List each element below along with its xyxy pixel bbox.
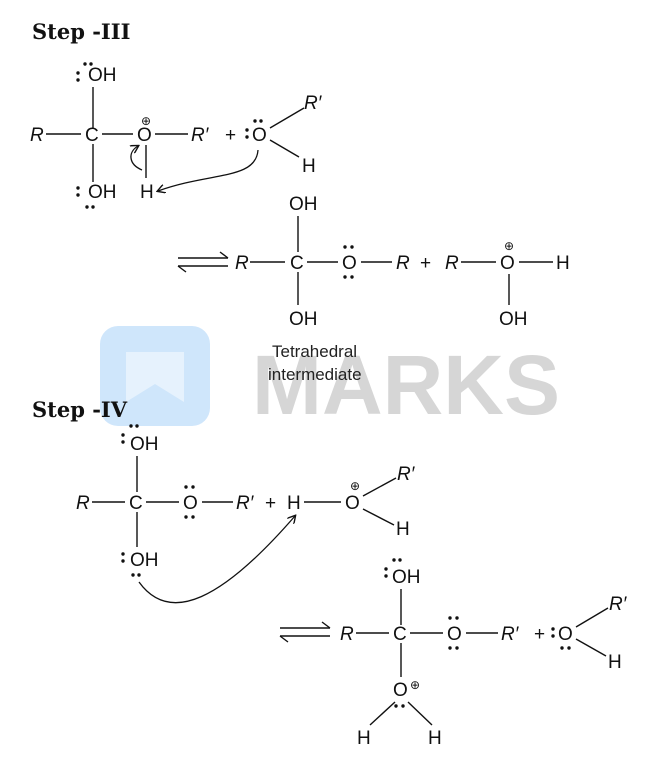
step4-alcohol-product: O R′ H <box>551 594 628 673</box>
p-plus-sign: + <box>534 624 545 645</box>
s4-alcohol-h: H <box>396 519 410 540</box>
s4-alcohol-r-prime: R′ <box>397 464 416 485</box>
p-ether-oxygen: O <box>447 624 462 645</box>
s4-oxonium-oxygen: O <box>345 493 360 514</box>
p-h-right: H <box>428 728 442 749</box>
step4-heading: Step -IV <box>32 397 128 422</box>
positive-charge-icon: ⊕ <box>141 114 151 128</box>
p-positive-charge-icon: ⊕ <box>410 678 420 692</box>
step3-heading: Step -III <box>32 19 130 44</box>
watermark-logo-mark <box>126 352 184 402</box>
s4-curved-arrow <box>138 516 295 604</box>
curved-arrow-bond-to-oxygen <box>131 146 143 171</box>
equilibrium-arrow-icon <box>177 251 229 273</box>
s4-positive-charge-icon: ⊕ <box>350 479 360 493</box>
p-r-prime: R′ <box>501 624 520 645</box>
equilibrium-arrow-icon-2 <box>279 621 331 643</box>
s4-r-prime: R′ <box>236 493 255 514</box>
step3-molecule-alcohol: O R′ H <box>158 93 323 191</box>
pa-oh: OH <box>499 309 528 330</box>
step4-product: OH R C O R′ O ⊕ H H <box>340 558 520 749</box>
s4-proton-h: H <box>287 493 301 514</box>
ti-ether-oxygen: O <box>342 253 357 274</box>
pa-oxygen: O <box>500 253 515 274</box>
watermark: MARKS <box>100 326 560 432</box>
p-h-left: H <box>357 728 371 749</box>
curved-arrow-oxygen-to-proton <box>158 149 259 191</box>
ap-oxygen: O <box>558 624 573 645</box>
oh-top-label: OH <box>88 65 117 86</box>
plus-sign: + <box>225 125 236 146</box>
ap-r-prime: R′ <box>609 594 628 615</box>
step4-reactant: OH R C O R′ OH <box>76 424 255 577</box>
alcohol-r-prime: R′ <box>304 93 323 114</box>
s4-oh-top: OH <box>130 434 159 455</box>
pa-h: H <box>556 253 570 274</box>
ti-r-group-2: R <box>396 253 410 274</box>
caption-line1: Tetrahedral <box>272 342 357 361</box>
r-group: R <box>30 125 44 146</box>
s4-r-group: R <box>76 493 90 514</box>
step4-protonated-alcohol: H O ⊕ R′ H <box>287 464 416 540</box>
carbon: C <box>85 125 99 146</box>
s4-ether-oxygen: O <box>183 493 198 514</box>
p-r-group: R <box>340 624 354 645</box>
s4-carbon: C <box>129 493 143 514</box>
ti-r-group: R <box>235 253 249 274</box>
oxonium-oxygen: O <box>137 125 152 146</box>
s4-oh-bottom: OH <box>130 550 159 571</box>
p-oh-top: OH <box>392 567 421 588</box>
plus-sign-2: + <box>420 253 431 274</box>
ti-oh-top: OH <box>289 194 318 215</box>
protonated-alcohol: R O ⊕ H OH <box>445 239 570 330</box>
p-oxonium-oxygen: O <box>393 680 408 701</box>
s4-plus-sign: + <box>265 493 276 514</box>
r-prime-group: R′ <box>191 125 210 146</box>
step3-molecule-diol: OH R C O ⊕ R′ H OH <box>30 62 210 209</box>
alcohol-h: H <box>302 156 316 177</box>
caption-line2: intermediate <box>268 365 362 384</box>
watermark-text: MARKS <box>252 338 560 432</box>
pa-positive-charge-icon: ⊕ <box>504 239 514 253</box>
ti-carbon: C <box>290 253 304 274</box>
p-carbon: C <box>393 624 407 645</box>
ti-oh-bottom: OH <box>289 309 318 330</box>
tetrahedral-intermediate: OH R C O R OH <box>235 194 410 330</box>
ap-h: H <box>608 652 622 673</box>
pa-r-group: R <box>445 253 459 274</box>
oh-bottom-label: OH <box>88 182 117 203</box>
proton-h: H <box>140 182 154 203</box>
alcohol-oxygen: O <box>252 125 267 146</box>
